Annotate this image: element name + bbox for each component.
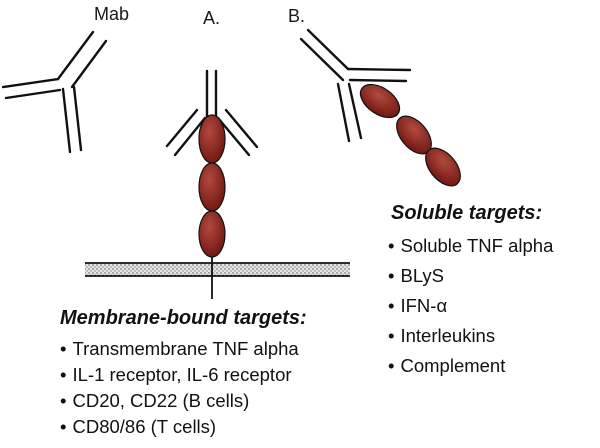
panel-b-label: B.	[288, 6, 305, 26]
domain-a1	[198, 114, 226, 164]
domain-b3	[425, 147, 461, 187]
list-item: CD20, CD22 (B cells)	[60, 388, 299, 414]
panel-a-label: A.	[203, 8, 220, 28]
list-item: Soluble TNF alpha	[388, 231, 553, 261]
mab-label: Mab	[94, 4, 129, 24]
list-item: Complement	[388, 351, 553, 381]
membrane-targets-heading: Membrane-bound targets:	[60, 307, 307, 329]
domain-a2	[198, 162, 226, 212]
cell-membrane	[85, 257, 350, 299]
list-item: IFN-α	[388, 291, 553, 321]
membrane-targets-list: Transmembrane TNF alpha IL-1 receptor, I…	[60, 336, 299, 440]
list-item: Interleukins	[388, 321, 553, 351]
domain-a3	[198, 210, 226, 258]
domain-b1	[359, 83, 401, 119]
list-item: BLyS	[388, 261, 553, 291]
list-item: IL-1 receptor, IL-6 receptor	[60, 362, 299, 388]
soluble-targets-list: Soluble TNF alpha BLyS IFN-α Interleukin…	[388, 231, 553, 381]
mab-antibody	[1, 30, 108, 154]
list-item: Transmembrane TNF alpha	[60, 336, 298, 362]
list-item: CD80/86 (T cells)	[60, 414, 299, 440]
soluble-targets-heading: Soluble targets:	[391, 202, 543, 224]
soluble-antibody	[299, 28, 461, 187]
membrane-bound-antibody	[165, 69, 259, 258]
